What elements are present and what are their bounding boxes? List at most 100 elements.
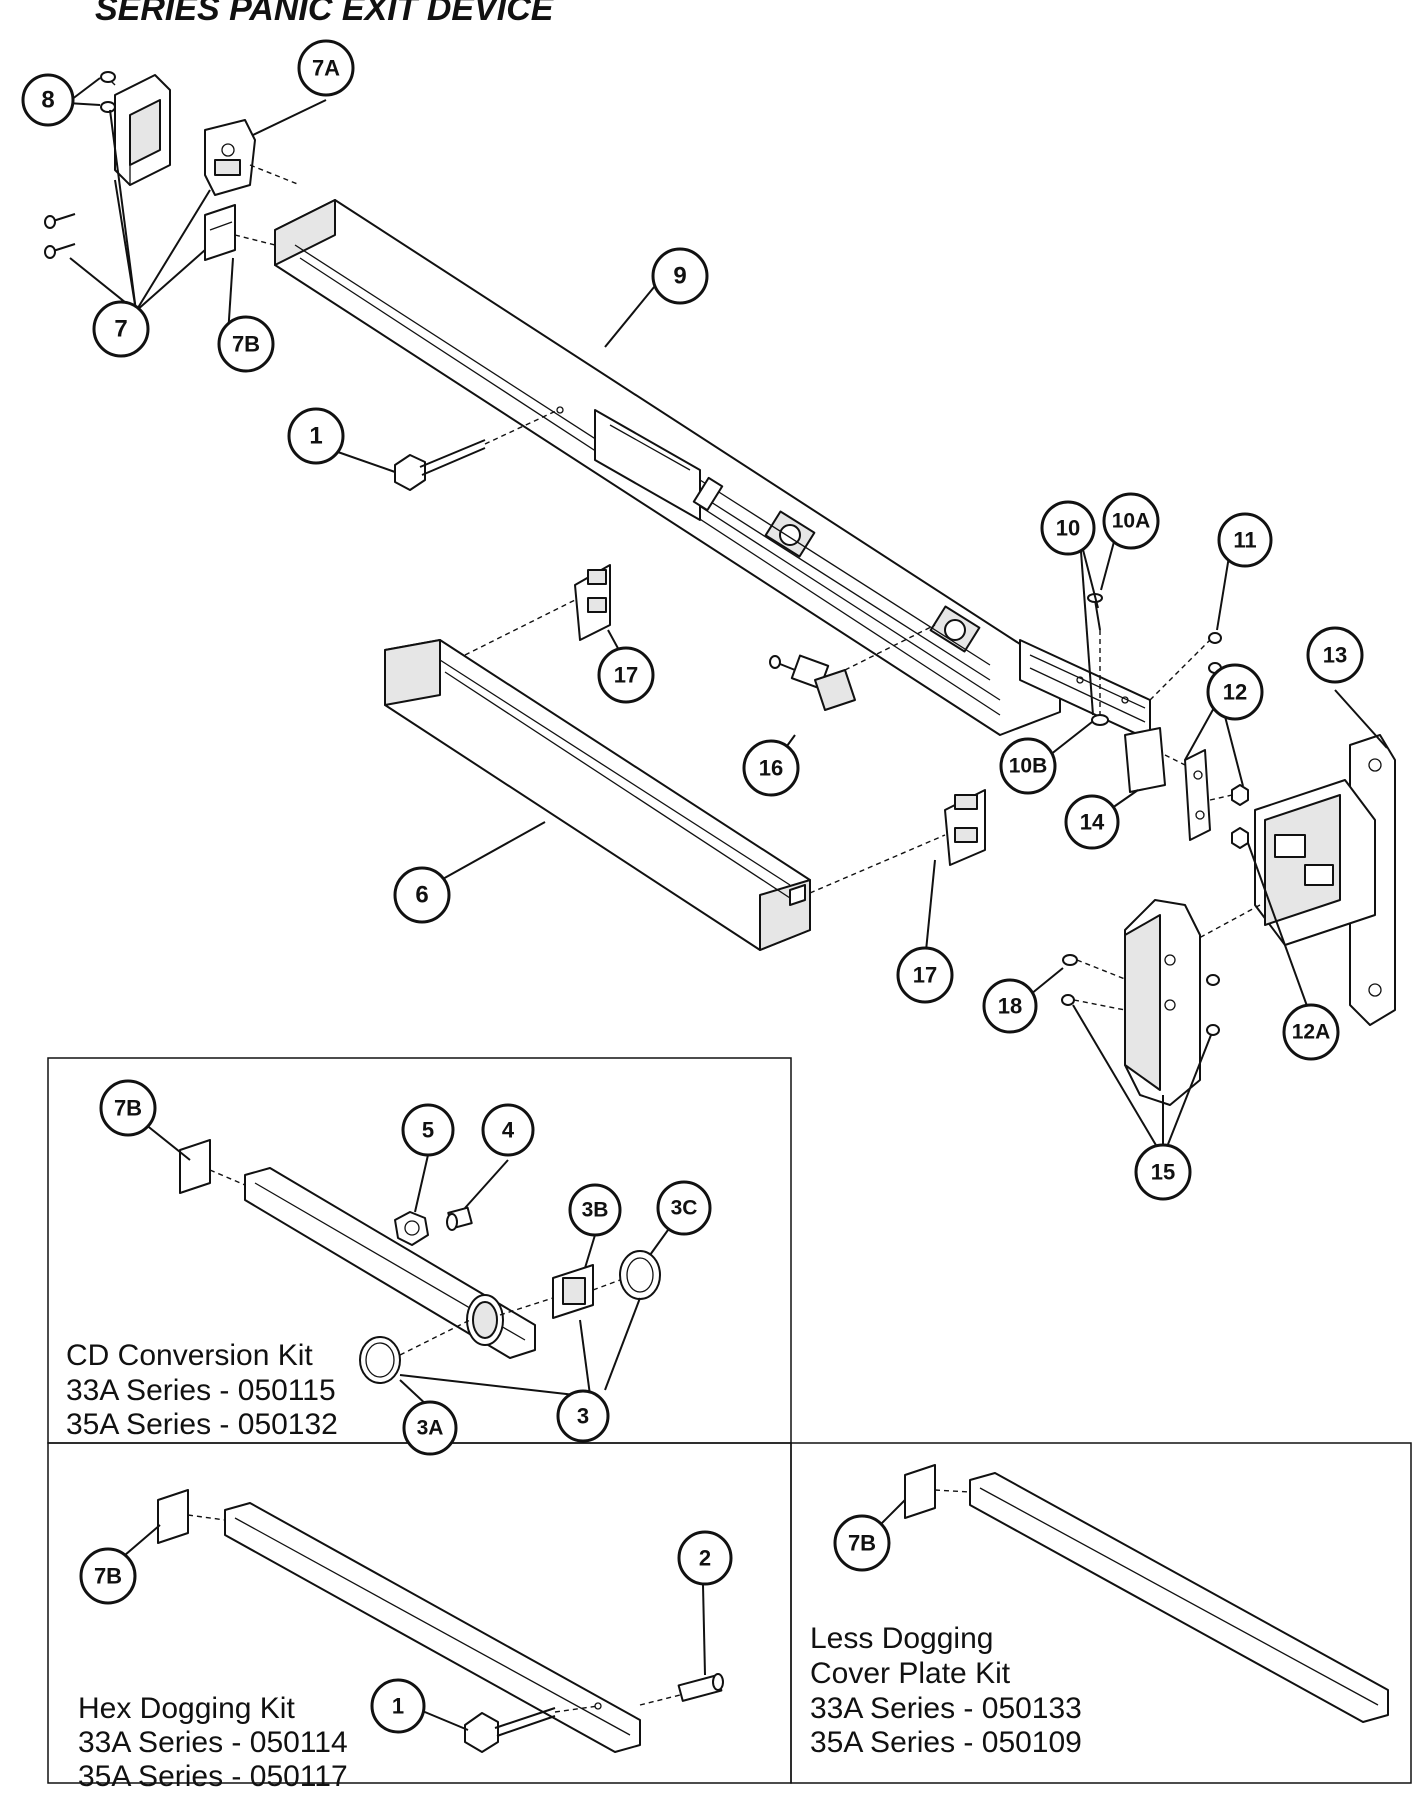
callout-18: 18 — [982, 978, 1038, 1034]
less-dogging-kit-panel: 7B Less Dogging Cover Plate Kit 33A Seri… — [810, 1464, 1389, 1759]
end-cap-part-7 — [114, 74, 171, 186]
callout-13: 13 — [1306, 626, 1364, 684]
cd-conversion-kit-panel: 7B 5 4 3B 3C 3 3A CD Conversion Kit 33A … — [66, 1079, 712, 1456]
cd-kit-name: CD Conversion Kit — [66, 1339, 313, 1372]
alignment-line — [1073, 999, 1126, 1011]
callout-kit-cd-3A: 3A — [402, 1400, 458, 1456]
callout-17-lower: 17 — [896, 946, 954, 1004]
svg-text:7B: 7B — [848, 1531, 876, 1556]
hex-kit-part-2 — [677, 1673, 724, 1702]
alignment-line — [249, 164, 301, 186]
svg-text:17: 17 — [913, 963, 937, 988]
svg-text:7A: 7A — [312, 56, 340, 81]
callout-10A: 10A — [1102, 492, 1160, 550]
svg-text:10A: 10A — [1112, 510, 1151, 533]
bracket-part-17-upper — [574, 564, 611, 641]
alignment-line — [234, 234, 276, 246]
callout-17-upper: 17 — [597, 646, 655, 704]
svg-text:7: 7 — [114, 316, 127, 343]
cd-kit-line-35a: 35A Series - 050132 — [66, 1408, 338, 1441]
svg-text:10B: 10B — [1009, 755, 1048, 778]
callout-kit-cd-3: 3 — [556, 1389, 610, 1443]
svg-text:7B: 7B — [114, 1096, 142, 1121]
alignment-line — [1149, 639, 1211, 701]
cd-kit-cover-plate — [244, 1167, 536, 1359]
callout-kit-cd-3B: 3B — [568, 1183, 622, 1237]
callout-kit-cd-5: 5 — [401, 1103, 455, 1157]
screws-part-11 — [1208, 632, 1222, 674]
callout-6: 6 — [393, 866, 451, 924]
washer-part-10B — [1091, 714, 1109, 726]
callout-kit-cd-7B: 7B — [99, 1079, 157, 1137]
svg-text:3B: 3B — [582, 1199, 609, 1222]
end-cover — [1124, 899, 1201, 1106]
hex-key-part-1 — [394, 409, 559, 491]
alignment-line — [1139, 904, 1261, 971]
long-screws — [44, 213, 76, 259]
cd-kit-part-3C — [619, 1250, 661, 1300]
spacer-part-14 — [1124, 727, 1166, 793]
callout-9: 9 — [651, 247, 709, 305]
hex-dogging-kit-panel: 7B 2 1 Hex Dogging Kit 33A Series - 0501… — [78, 1489, 733, 1793]
diagram-title: SERIES PANIC EXIT DEVICE — [95, 0, 555, 28]
nuts-part-12A — [1231, 784, 1249, 849]
callout-10B: 10B — [999, 737, 1057, 795]
hex-kit-key-part-1 — [464, 1705, 599, 1753]
latch-part-13 — [1254, 734, 1396, 1026]
svg-text:3A: 3A — [417, 1417, 444, 1440]
svg-text:3: 3 — [577, 1404, 589, 1429]
hex-kit-clip-7B — [157, 1489, 189, 1544]
svg-text:17: 17 — [614, 663, 638, 688]
hex-kit-line-33a: 33A Series - 050114 — [78, 1726, 348, 1759]
cd-kit-part-4 — [446, 1206, 473, 1231]
bracket-part-7A — [204, 119, 256, 196]
bracket-part-17-lower — [944, 789, 986, 866]
svg-text:7B: 7B — [232, 332, 260, 357]
svg-text:1: 1 — [392, 1694, 404, 1719]
cd-kit-clip-7B — [179, 1139, 211, 1194]
rail-mechanism — [692, 476, 991, 681]
callout-1: 1 — [287, 407, 345, 465]
callout-7: 7 — [92, 300, 150, 358]
clip-part-7B — [204, 204, 236, 261]
callout-kit-cd-3C: 3C — [656, 1180, 712, 1236]
callout-12: 12 — [1206, 663, 1264, 721]
svg-text:12: 12 — [1223, 680, 1247, 705]
less-kit-name-line2: Cover Plate Kit — [810, 1657, 1011, 1690]
svg-text:6: 6 — [415, 882, 428, 909]
callout-kit-cd-4: 4 — [481, 1103, 535, 1157]
cd-kit-part-5 — [394, 1211, 429, 1246]
less-kit-cover-plate — [969, 1472, 1389, 1723]
alignment-line — [1209, 794, 1233, 801]
callout-15: 15 — [1134, 1143, 1192, 1201]
plate-part-12 — [1184, 749, 1211, 841]
callout-kit-hex-7B: 7B — [79, 1547, 137, 1605]
push-bar-part-6 — [384, 639, 811, 951]
svg-text:18: 18 — [998, 994, 1022, 1019]
svg-text:10: 10 — [1056, 516, 1080, 541]
svg-text:14: 14 — [1080, 810, 1105, 835]
svg-text:4: 4 — [502, 1118, 515, 1143]
actuator-part-16 — [769, 624, 936, 711]
callout-10: 10 — [1040, 500, 1096, 556]
svg-text:12A: 12A — [1292, 1021, 1331, 1044]
screws-part-8 — [100, 71, 116, 113]
svg-text:8: 8 — [41, 87, 54, 114]
callout-7B: 7B — [217, 315, 275, 373]
less-kit-clip-7B — [904, 1464, 936, 1519]
callout-14: 14 — [1064, 794, 1120, 850]
cd-kit-line-33a: 33A Series - 050115 — [66, 1374, 336, 1407]
hex-kit-line-35a: 35A Series - 050117 — [78, 1760, 348, 1793]
less-kit-line-33a: 33A Series - 050133 — [810, 1692, 1082, 1725]
alignment-line — [464, 599, 576, 656]
svg-text:13: 13 — [1323, 643, 1347, 668]
svg-text:7B: 7B — [94, 1564, 122, 1589]
alignment-line — [809, 834, 946, 894]
svg-text:5: 5 — [422, 1118, 434, 1143]
svg-text:16: 16 — [759, 756, 783, 781]
hex-kit-cover-plate — [224, 1502, 641, 1753]
svg-text:2: 2 — [699, 1546, 711, 1571]
svg-text:3C: 3C — [671, 1197, 698, 1220]
alignment-line — [1164, 754, 1186, 766]
alignment-line — [109, 79, 116, 86]
